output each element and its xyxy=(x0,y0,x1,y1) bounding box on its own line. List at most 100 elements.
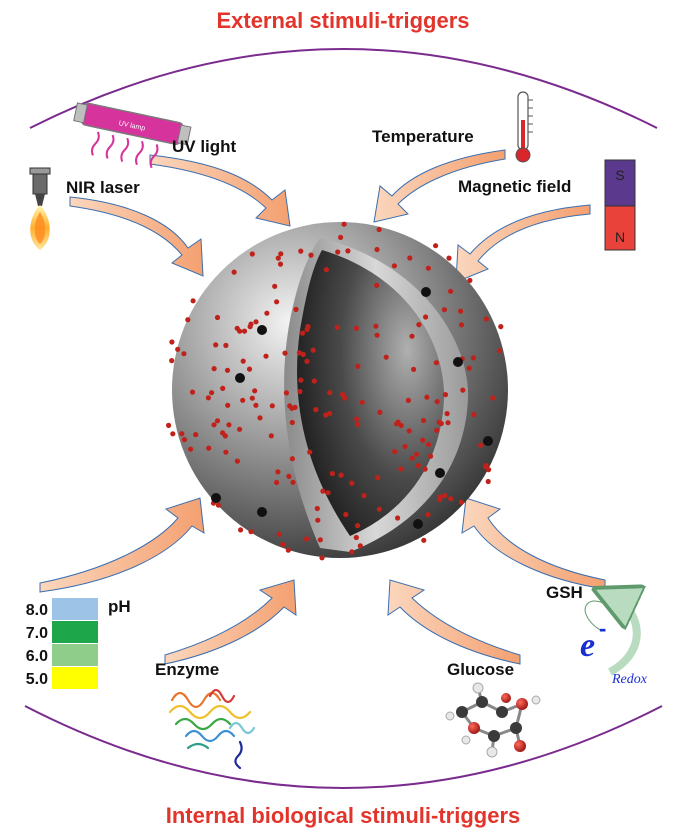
cargo-particle xyxy=(359,399,365,405)
cargo-particle xyxy=(290,479,296,485)
cargo-particle xyxy=(409,333,415,339)
cargo-particle xyxy=(353,534,359,541)
cargo-particle xyxy=(169,358,175,364)
cargo-particle xyxy=(361,493,367,499)
cargo-particle xyxy=(289,405,295,411)
arrow-enzyme xyxy=(164,579,297,665)
cargo-particle xyxy=(190,298,196,304)
cargo-particle xyxy=(402,443,408,450)
cargo-particle xyxy=(313,407,319,413)
cargo-particle xyxy=(420,437,426,443)
cargo-particle xyxy=(329,471,335,477)
cargo-particle xyxy=(415,463,421,469)
redox-label: Redox xyxy=(611,672,648,687)
pore xyxy=(235,373,245,383)
cargo-particle xyxy=(355,363,361,369)
cargo-particle xyxy=(237,426,243,432)
arrows-internal xyxy=(39,497,606,665)
cargo-particle xyxy=(425,441,432,448)
cargo-particle xyxy=(253,402,259,408)
cargo-particle xyxy=(274,299,280,305)
cargo-particle xyxy=(253,319,259,325)
cargo-particle xyxy=(214,418,221,424)
cargo-particle xyxy=(189,389,196,395)
ph-swatch-7 xyxy=(52,621,98,643)
nir-laser-label: NIR laser xyxy=(66,178,140,197)
cargo-particle xyxy=(485,478,491,485)
cargo-particle xyxy=(466,365,472,371)
cargo-particle xyxy=(433,243,439,249)
cargo-particle xyxy=(423,314,429,320)
cargo-particle xyxy=(471,412,477,418)
cargo-particle xyxy=(458,499,464,505)
cargo-particle xyxy=(276,531,282,537)
cargo-particle xyxy=(249,395,255,401)
cargo-particle xyxy=(338,472,344,478)
ph-value-6: 6.0 xyxy=(26,648,48,665)
cargo-particle xyxy=(248,529,254,535)
cargo-particle xyxy=(298,248,304,254)
enzyme-structure-icon xyxy=(168,688,256,770)
cargo-particle xyxy=(411,366,417,372)
uv-light-label: UV light xyxy=(172,137,237,156)
pore xyxy=(483,436,493,446)
pore xyxy=(257,507,267,517)
cargo-particle xyxy=(421,417,427,424)
arrows-external xyxy=(69,149,591,283)
cargo-particle xyxy=(434,399,440,405)
pore xyxy=(435,468,445,478)
pore xyxy=(211,493,221,503)
cargo-particle xyxy=(375,475,381,481)
cargo-particle xyxy=(222,433,228,439)
arrow-magnetic xyxy=(455,204,591,283)
cargo-particle xyxy=(214,314,221,321)
cargo-particle xyxy=(433,360,439,366)
cargo-particle xyxy=(428,453,434,459)
cargo-particle xyxy=(280,541,286,548)
cargo-particle xyxy=(296,350,302,356)
cargo-particle xyxy=(327,410,333,416)
cargo-particle xyxy=(345,248,351,254)
magnet-n-label: N xyxy=(615,229,625,245)
cargo-particle xyxy=(458,322,465,328)
cargo-particle xyxy=(374,332,380,338)
cargo-particle xyxy=(422,466,428,472)
cargo-particle xyxy=(170,431,176,437)
cargo-particle xyxy=(323,412,329,418)
cargo-particle xyxy=(169,339,175,345)
cargo-particle xyxy=(298,377,304,383)
cargo-particle xyxy=(436,419,442,425)
cargo-particle xyxy=(225,402,231,408)
cargo-particle xyxy=(240,397,246,403)
cargo-particle xyxy=(448,288,454,294)
enzyme-label: Enzyme xyxy=(155,660,219,679)
arrow-temperature xyxy=(373,149,506,223)
cargo-particle xyxy=(357,543,363,549)
cargo-particle xyxy=(416,322,422,328)
cargo-particle xyxy=(392,449,398,455)
cargo-particle xyxy=(458,308,464,314)
glucose-molecule-icon xyxy=(445,682,541,758)
cargo-particle xyxy=(354,416,360,422)
cargo-particle xyxy=(335,249,341,255)
cargo-particle xyxy=(421,537,427,543)
cargo-particle xyxy=(223,449,229,455)
cargo-particle xyxy=(342,395,348,401)
cargo-particle xyxy=(268,433,274,439)
cargo-particle xyxy=(391,263,397,269)
cargo-particle xyxy=(334,324,340,330)
cargo-particle xyxy=(395,515,401,521)
cargo-particle xyxy=(310,347,316,353)
external-arc xyxy=(29,48,658,129)
cargo-particle xyxy=(220,385,226,391)
cargo-particle xyxy=(405,397,411,403)
internal-title: Internal biological stimuli-triggers xyxy=(166,803,521,828)
cargo-particle xyxy=(282,350,288,356)
cargo-particle xyxy=(483,462,489,469)
cargo-particle xyxy=(355,523,361,529)
cargo-particle xyxy=(478,442,484,448)
cargo-particle xyxy=(264,310,270,316)
cargo-particle xyxy=(343,511,349,518)
cargo-particle xyxy=(211,422,217,428)
